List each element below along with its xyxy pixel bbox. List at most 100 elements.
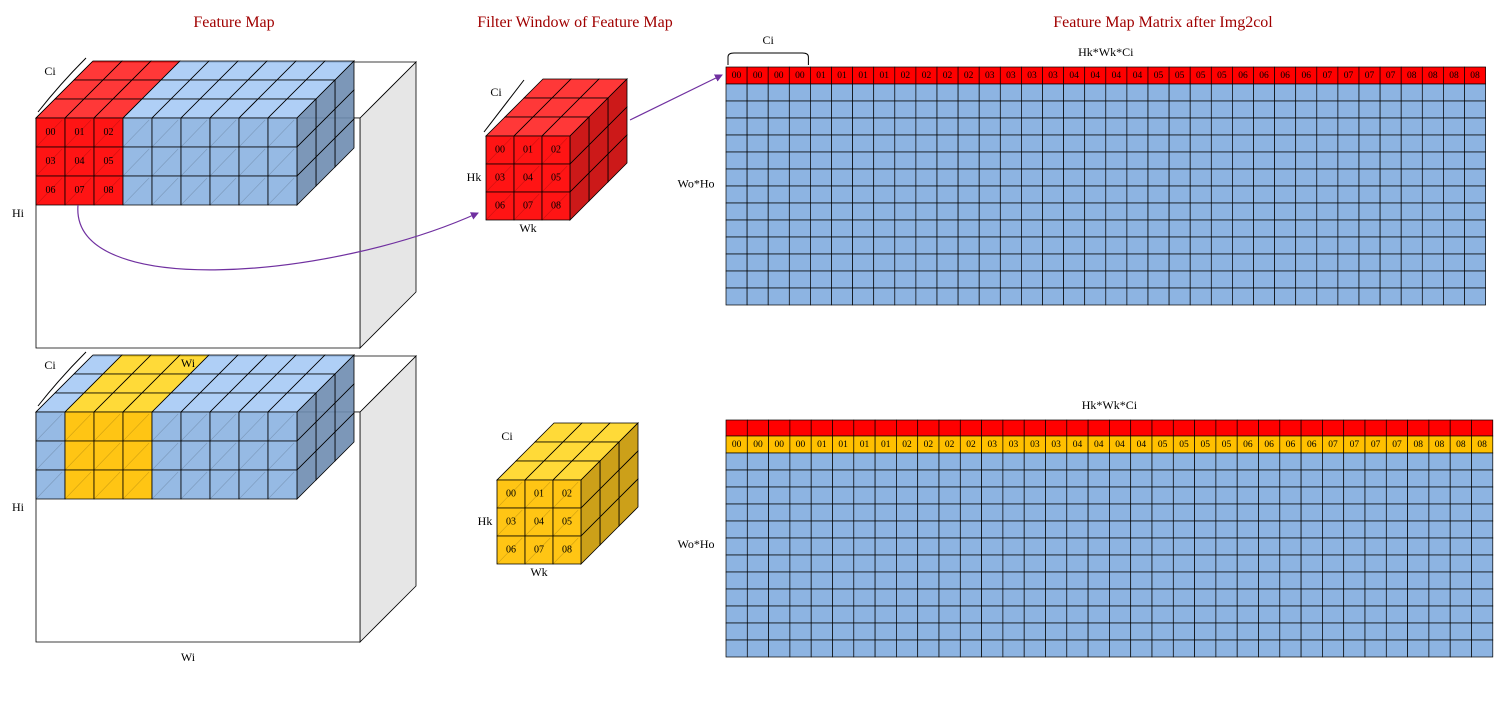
fm-bottom-cell-hatch (180, 442, 208, 471)
mx-top-body-cell (894, 270, 917, 289)
mx-bottom-body-cell (1343, 605, 1366, 624)
mx-top-body-cell (1379, 168, 1402, 187)
mx-bottom-body-cell (874, 554, 897, 573)
mx-bottom-body-cell (810, 503, 833, 522)
fm-top-cell-hatch (209, 119, 237, 148)
mx-bottom-body-cell (1023, 486, 1046, 505)
mx-bottom-red-band-cell (1215, 419, 1238, 437)
mx-top-body-cell (1042, 287, 1064, 306)
mx-top-body-cell (767, 236, 790, 255)
mx-bottom-header-label: 03 (1051, 440, 1061, 450)
mx-bottom-body-cell (832, 588, 855, 607)
mx-top-body-cell (999, 168, 1022, 187)
mx-top-body-cell (957, 253, 980, 272)
fw-bottom-cell-hatch (552, 509, 579, 537)
mx-bottom-body-cell (832, 520, 855, 539)
mx-bottom-body-cell (725, 520, 748, 539)
mx-bottom-body-cell (1428, 452, 1451, 471)
mx-top-body-cell (831, 202, 853, 221)
mx-bottom-body-cell (959, 605, 982, 624)
mx-top-body-cell (894, 83, 917, 102)
fw-top-cell-label: 01 (523, 144, 533, 155)
mx-top-body-cell (1021, 168, 1043, 187)
mx-bottom-header-label: 07 (1371, 440, 1381, 450)
mx-top-body-cell (1316, 168, 1339, 187)
mx-bottom-body-cell (789, 571, 812, 590)
mx-bottom-header-label: 00 (732, 440, 742, 450)
mx-bottom-body-cell (789, 537, 812, 556)
mx-bottom-body-cell (896, 571, 919, 590)
mx-top-body-cell (1105, 253, 1128, 272)
mx-bottom-body-cell (1407, 554, 1430, 573)
mx-top-body-cell (1105, 202, 1128, 221)
mx-top-body-cell (978, 202, 1001, 221)
mx-top-body-cell (1358, 100, 1381, 119)
fm-bottom-cell-hatch (151, 442, 179, 471)
mx-top-body-cell (1147, 100, 1170, 119)
mx-top-body-cell (1316, 287, 1339, 306)
mx-top-body-cell (788, 202, 811, 221)
mx-bottom-body-cell (1279, 554, 1302, 573)
mx-bottom-body-cell (1023, 520, 1046, 539)
mx-top-body-cell (936, 287, 959, 306)
mx-bottom-body-cell (1385, 554, 1408, 573)
fw-top-cell-hatch (485, 193, 512, 221)
mx-top-body-cell (1021, 134, 1043, 153)
fw-top-cell-label: 06 (495, 200, 505, 211)
mx-top-body-cell (1063, 202, 1086, 221)
mx-bottom-body-cell (1194, 639, 1217, 658)
mx-bottom-body-cell (1172, 639, 1195, 658)
mx-top-body-cell (1379, 185, 1402, 204)
mx-top-body-cell (1464, 202, 1486, 221)
mx-bottom-header-label: 08 (1477, 440, 1487, 450)
mx-top-body-cell (936, 117, 959, 136)
fw-bottom-cell-label: 02 (562, 488, 572, 499)
mx-top-body-cell (915, 236, 938, 255)
mx-bottom-body-cell (1215, 588, 1238, 607)
mx-bottom-body-cell (1172, 537, 1195, 556)
mx-bottom-body-cell (1449, 571, 1472, 590)
mx-top-body-cell (1316, 253, 1339, 272)
mx-bottom-body-cell (1258, 605, 1281, 624)
mx-bottom-body-cell (1087, 571, 1110, 590)
mx-top-body-cell (1232, 270, 1254, 289)
mx-bottom-body-cell (1045, 486, 1068, 505)
mx-top-body-cell (1274, 236, 1297, 255)
mx-bottom-body-cell (938, 537, 961, 556)
mx-top-body-cell (1210, 202, 1233, 221)
mx-bottom-body-cell (959, 571, 982, 590)
mx-top-body-cell (1021, 270, 1043, 289)
mx-top-body-cell (1042, 117, 1064, 136)
mx-top-body-cell (936, 219, 959, 238)
mx-bottom-body-cell (1151, 622, 1174, 641)
mx-top-body-cell (1379, 253, 1402, 272)
mx-bottom-body-cell (938, 503, 961, 522)
mx-top-body-cell (1084, 117, 1107, 136)
mx-bottom-body-cell (1407, 503, 1430, 522)
mx-bottom-body-cell (1215, 537, 1238, 556)
mx-bottom-body-cell (1343, 537, 1366, 556)
mx-top-body-cell (1421, 117, 1444, 136)
mx-bottom-red-band-cell (1045, 419, 1068, 437)
mx-bottom-body-cell (1279, 537, 1302, 556)
mx-bottom-body-cell (1364, 554, 1387, 573)
mx-bottom-red-band-cell (1449, 419, 1472, 437)
mx-bottom-body-cell (789, 469, 812, 488)
mx-bottom-body-cell (1109, 452, 1132, 471)
mx-top-body-cell (915, 253, 938, 272)
mx-bottom-body-cell (1343, 571, 1366, 590)
mx-top-body-cell (1210, 168, 1233, 187)
mx-bottom-header-label: 01 (838, 440, 848, 450)
mx-top-body-cell (1063, 219, 1086, 238)
mx-top-body-cell (1021, 202, 1043, 221)
mx-bottom-body-cell (1279, 469, 1302, 488)
mx-bottom-body-cell (810, 571, 833, 590)
mx-bottom-red-band-cell (832, 419, 855, 437)
mx-top-body-cell (1337, 83, 1360, 102)
mx-top-header-label: 04 (1069, 71, 1079, 81)
mx-bottom-body-cell (874, 622, 897, 641)
mx-bottom-body-cell (1279, 588, 1302, 607)
mx-top-body-cell (1253, 270, 1275, 289)
mx-bottom-body-cell (1002, 486, 1025, 505)
mx-top-body-cell (1189, 151, 1212, 170)
